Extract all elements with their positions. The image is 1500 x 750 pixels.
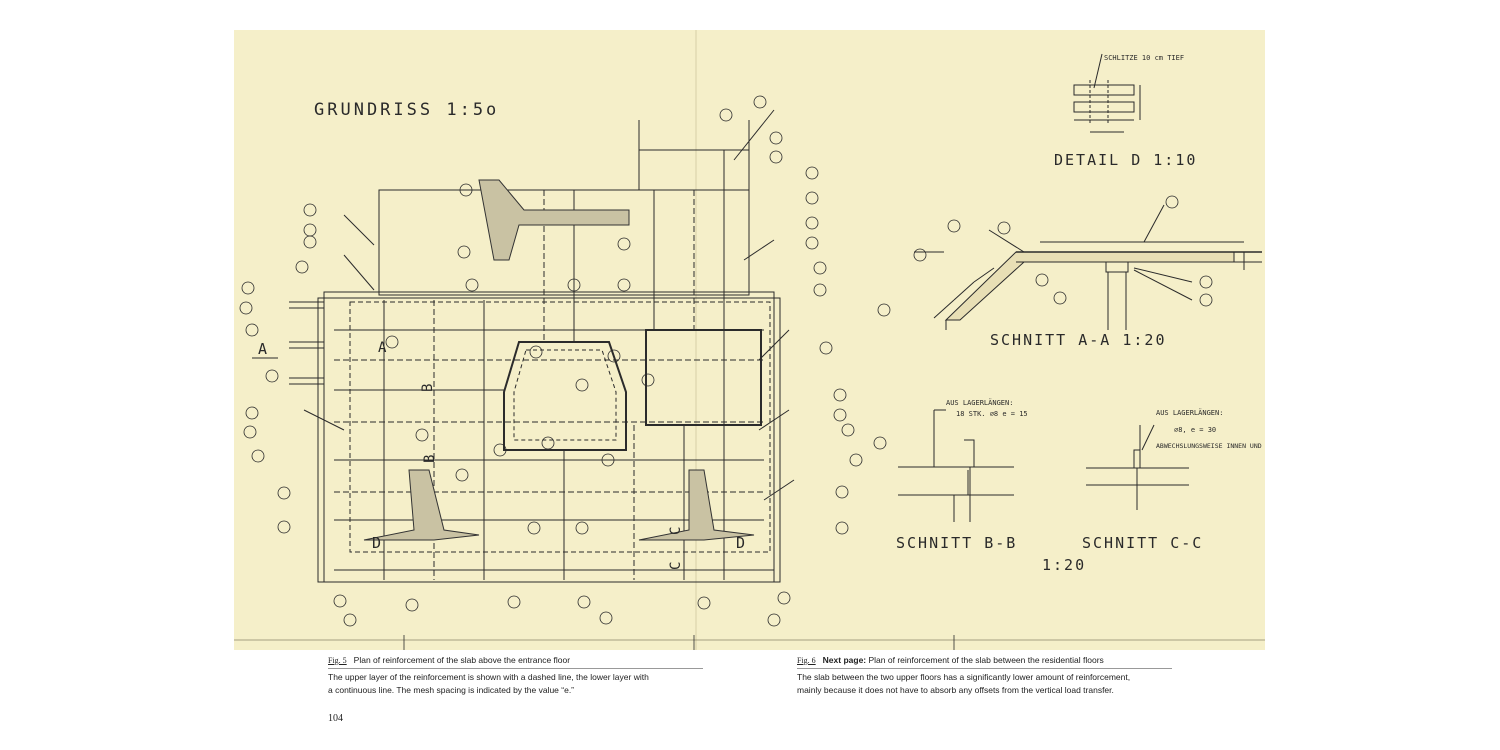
- note-b-value: 18 STK. ⌀8 e = 15: [956, 410, 1028, 418]
- caption-title: Plan of reinforcement of the slab above …: [353, 655, 571, 665]
- section-cc-drawing: [1086, 424, 1189, 510]
- note-b-label: AUS LAGERLÄNGEN:: [946, 398, 1013, 407]
- caption-body-line: The slab between the two upper floors ha…: [797, 672, 1131, 682]
- caption-title-text: Plan of reinforcement of the slab betwee…: [866, 655, 1104, 665]
- note-c-label: AUS LAGERLÄNGEN:: [1156, 408, 1223, 417]
- plan-title: GRUNDRISS 1:5o: [314, 100, 499, 120]
- section-marker-a: A: [258, 340, 267, 358]
- section-markers: A A B B C C D D: [252, 340, 745, 570]
- section-marker-c: C: [668, 527, 684, 535]
- caption-body-line: a continuous line. The mesh spacing is i…: [328, 685, 575, 695]
- drawing-sheet: GRUNDRISS 1:5o DETAIL D 1:10 SCHLITZE 10…: [234, 30, 1265, 650]
- caption-body-line: The upper layer of the reinforcement is …: [328, 672, 649, 682]
- page-number: 104: [328, 713, 343, 724]
- section-bb-title: SCHNITT B-B: [896, 534, 1017, 552]
- section-scale: 1:20: [1042, 556, 1086, 574]
- note-c-extra: ABWECHSLUNGSWEISE INNEN UND AUSSEN!: [1156, 442, 1265, 450]
- detail-d: [1073, 53, 1141, 133]
- sheet-ticks: [234, 635, 1265, 650]
- section-marker-b2: B: [422, 455, 438, 463]
- caption-left: Fig. 5 Plan of reinforcement of the slab…: [328, 654, 703, 697]
- section-aa-bubbles: [877, 195, 1213, 317]
- fig-label: Fig. 6: [797, 656, 816, 665]
- detail-title: DETAIL D 1:10: [1054, 151, 1197, 169]
- detail-note: SCHLITZE 10 cm TIEF: [1104, 54, 1184, 62]
- bar-mark-bubbles: [239, 95, 887, 627]
- fig-label: Fig. 5: [328, 656, 347, 665]
- caption-body-line: mainly because it does not have to absor…: [797, 685, 1114, 695]
- section-marker-a2: A: [378, 340, 387, 356]
- caption-right: Fig. 6 Next page: Plan of reinforcement …: [797, 654, 1172, 697]
- reinforcement-drawing: GRUNDRISS 1:5o DETAIL D 1:10 SCHLITZE 10…: [234, 30, 1265, 650]
- section-aa-drawing: [914, 204, 1262, 330]
- caption-title-bold: Next page:: [822, 655, 867, 665]
- section-aa-title: SCHNITT A-A 1:20: [990, 331, 1167, 349]
- section-marker-d: D: [372, 534, 381, 552]
- section-cc-title: SCHNITT C-C: [1082, 534, 1203, 552]
- caption-title: Next page: Plan of reinforcement of the …: [823, 654, 1104, 667]
- section-marker-c2: C: [668, 562, 684, 570]
- section-marker-d2: D: [736, 534, 745, 552]
- section-marker-b: B: [420, 384, 436, 392]
- floor-plan: [289, 109, 795, 583]
- note-c-value: ⌀8, e = 30: [1174, 426, 1216, 434]
- section-bb-drawing: [898, 409, 1014, 522]
